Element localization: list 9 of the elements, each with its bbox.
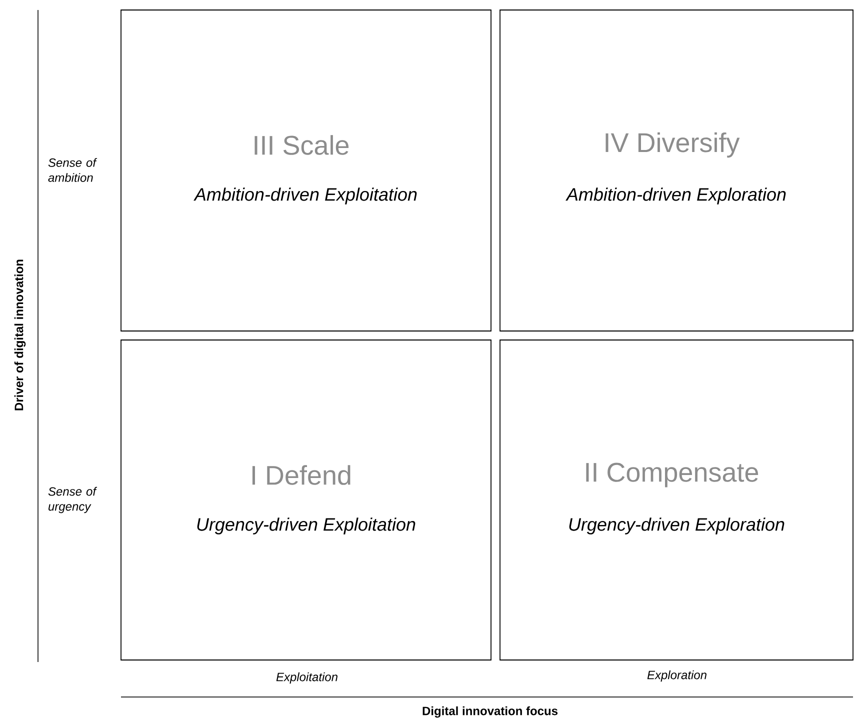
- axis-value-label: Exploitation: [276, 672, 338, 684]
- axis-title: Driver of digital innovation: [14, 260, 26, 410]
- quadrant-box: IV Diversify Ambition-driven Exploration: [500, 10, 854, 332]
- axis-value-label: Sense of urgency: [48, 486, 98, 514]
- quadrant-box: I Defend Urgency-driven Exploitation: [120, 340, 492, 660]
- quadrant-box: II Compensate Urgency-driven Exploration: [500, 340, 854, 660]
- axis-value-label: Sense of ambition: [48, 158, 98, 182]
- axis-title: Digital innovation focus: [422, 706, 558, 718]
- quadrant-box: III Scale Ambition-driven Exploitation: [120, 10, 492, 332]
